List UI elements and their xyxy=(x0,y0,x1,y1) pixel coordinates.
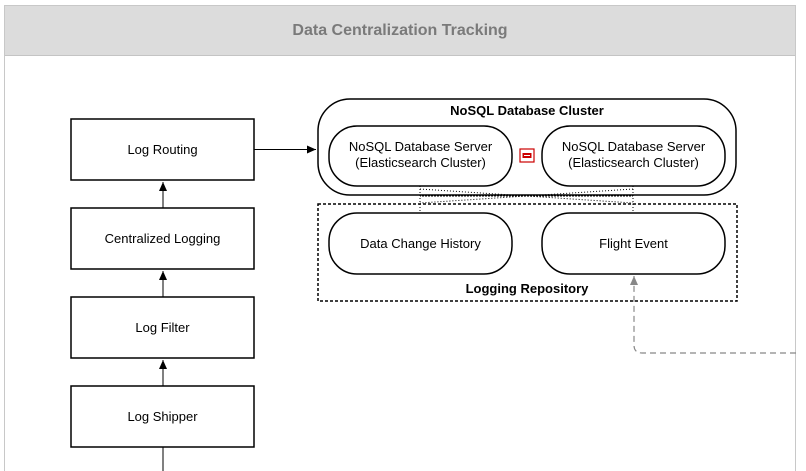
connector-cross-2 xyxy=(419,188,634,204)
server-b-line1: NoSQL Database Server xyxy=(562,139,706,154)
server-repository-connectors xyxy=(419,186,634,213)
log-filter-node[interactable]: Log Filter xyxy=(70,296,255,359)
data-change-history-label: Data Change History xyxy=(360,236,481,251)
connector-cross-1 xyxy=(419,188,634,204)
log-shipper-node[interactable]: Log Shipper xyxy=(70,385,255,448)
server-a-line2: (Elasticsearch Cluster) xyxy=(355,155,486,170)
server-a-line1: NoSQL Database Server xyxy=(349,139,493,154)
centralized-logging-node[interactable]: Centralized Logging xyxy=(70,207,255,270)
log-filter-label: Log Filter xyxy=(135,320,190,335)
replication-sync-icon xyxy=(519,148,535,163)
log-shipper-label: Log Shipper xyxy=(127,409,198,424)
flight-event-label: Flight Event xyxy=(599,236,668,251)
nosql-server-b-node[interactable]: NoSQL Database Server (Elasticsearch Clu… xyxy=(541,125,726,187)
server-b-line2: (Elasticsearch Cluster) xyxy=(568,155,699,170)
data-change-history-node[interactable]: Data Change History xyxy=(328,212,513,275)
nosql-server-a-node[interactable]: NoSQL Database Server (Elasticsearch Clu… xyxy=(328,125,513,187)
flight-event-node[interactable]: Flight Event xyxy=(541,212,726,275)
nosql-cluster-title: NoSQL Database Cluster xyxy=(450,103,604,118)
connector-server-a-to-flight-event xyxy=(419,186,634,213)
centralized-logging-label: Centralized Logging xyxy=(105,231,221,246)
logging-repository-title: Logging Repository xyxy=(466,281,590,296)
page-title: Data Centralization Tracking xyxy=(5,6,795,56)
connector-server-b-to-data-change xyxy=(419,186,634,213)
log-routing-node[interactable]: Log Routing xyxy=(70,118,255,181)
external-to-flight-event-connector xyxy=(630,276,796,354)
log-routing-label: Log Routing xyxy=(127,142,197,157)
